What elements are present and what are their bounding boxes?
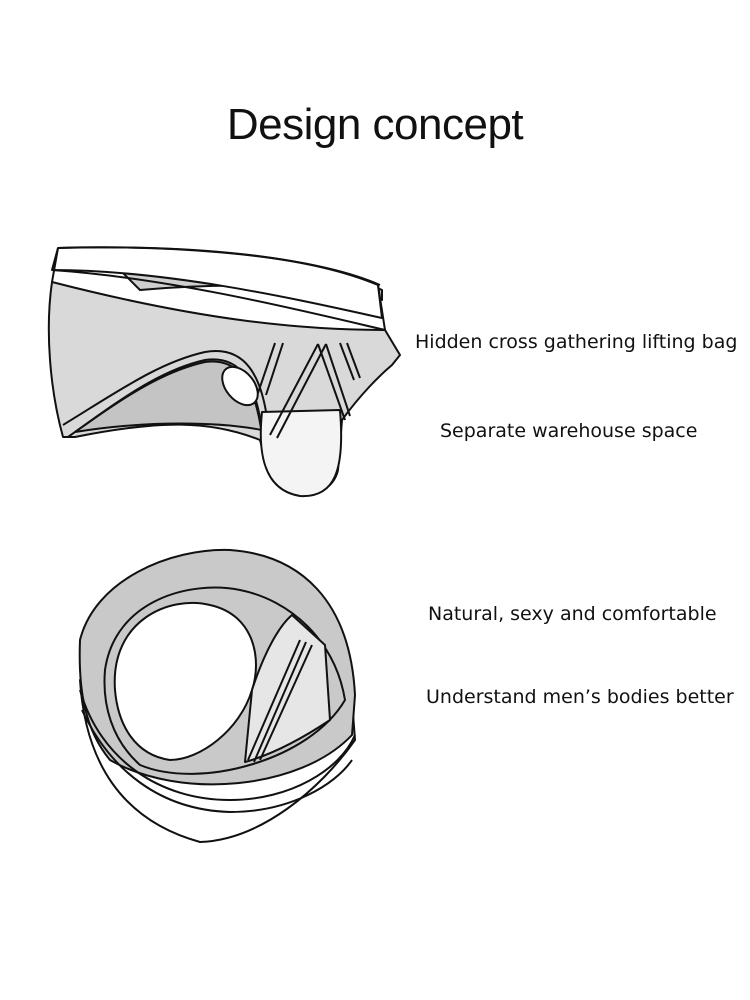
feature-label-lifting-bag: Hidden cross gathering lifting bag (415, 331, 738, 353)
feature-label-understand-bodies: Understand men’s bodies better (426, 686, 734, 708)
page-title: Design concept (226, 100, 524, 149)
feature-label-separate-space: Separate warehouse space (440, 420, 698, 442)
brief-top-view-illustration (78, 548, 356, 843)
feature-label-natural-comfortable: Natural, sexy and comfortable (428, 603, 717, 625)
brief-side-view-illustration (47, 246, 401, 498)
